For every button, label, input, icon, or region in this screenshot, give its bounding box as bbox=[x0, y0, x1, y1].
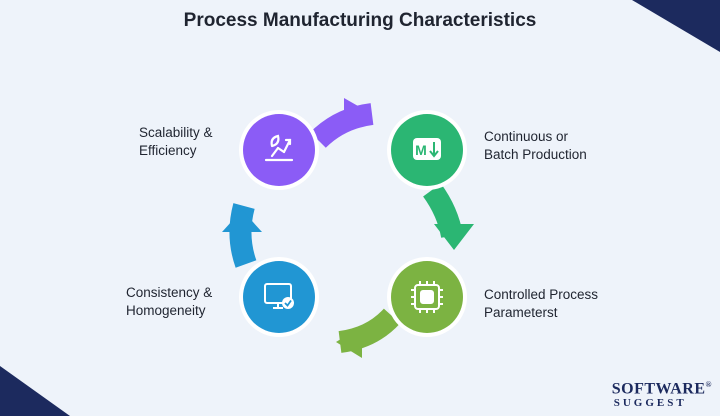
page-title: Process Manufacturing Characteristics bbox=[183, 10, 537, 31]
growth-icon bbox=[264, 134, 294, 162]
corner-decoration-bottom-left bbox=[0, 366, 70, 416]
brand-mark: ® bbox=[705, 379, 712, 389]
sort-icon: M bbox=[413, 138, 441, 160]
node-controlled bbox=[387, 257, 467, 337]
label-line: Parameterst bbox=[484, 305, 558, 320]
node-scalability bbox=[239, 110, 319, 190]
arrow-head-right bbox=[434, 224, 474, 250]
label-line: Consistency & bbox=[126, 285, 213, 300]
corner-decoration-top-right bbox=[632, 0, 720, 52]
brand-logo: SOFTWARE® SUGGEST bbox=[612, 377, 712, 410]
label-consistency: Consistency & Homogeneity bbox=[126, 284, 212, 320]
brand-line2: SUGGEST bbox=[613, 397, 687, 409]
label-line: Controlled Process bbox=[484, 287, 599, 302]
svg-text:M: M bbox=[415, 142, 427, 158]
label-continuous: Continuous or Batch Production bbox=[484, 128, 587, 164]
label-line: Continuous or bbox=[484, 129, 569, 144]
arrow-head-bottom bbox=[336, 326, 362, 358]
node-consistency bbox=[239, 257, 319, 337]
label-line: Efficiency bbox=[139, 143, 197, 158]
chip-icon bbox=[411, 281, 443, 313]
arrow-head-left bbox=[222, 210, 262, 232]
label-line: Batch Production bbox=[484, 147, 587, 162]
label-line: Homogeneity bbox=[126, 303, 206, 318]
monitor-check-icon bbox=[264, 283, 294, 309]
label-scalability: Scalability & Efficiency bbox=[139, 124, 213, 160]
arrow-head-top bbox=[344, 98, 372, 132]
label-controlled: Controlled Process Parameterst bbox=[484, 286, 598, 322]
node-continuous: M bbox=[387, 110, 467, 190]
label-line: Scalability & bbox=[139, 125, 213, 140]
brand-line1: SOFTWARE® bbox=[611, 379, 712, 397]
